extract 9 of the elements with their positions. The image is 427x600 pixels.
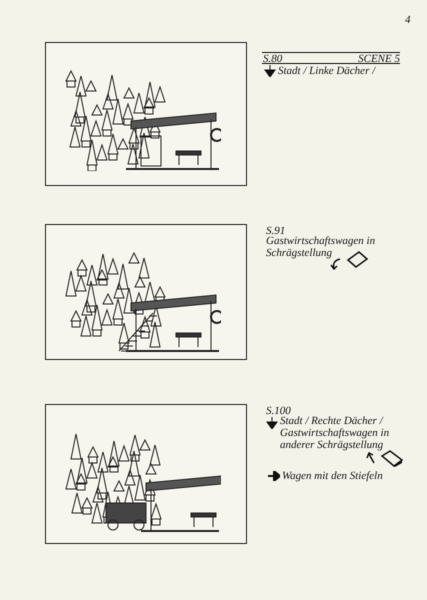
shot-note: Wagen mit den Stiefeln (282, 470, 384, 482)
shot-number: S.100 (266, 405, 291, 417)
shot-note: Stadt / Linke Dächer / (278, 65, 377, 77)
shot-note: Stadt / Rechte Dächer / Gastwirtschaftswagen in anderer Schrägstellung (280, 415, 390, 451)
page-number: 4 (405, 14, 412, 26)
shot-note: Gastwirtschaftswagen in Schrägstellung (266, 235, 376, 259)
scene-number: SCENE 5 (357, 53, 400, 65)
shot-number: S.91 (266, 225, 286, 237)
shot-number: S.80 (263, 53, 284, 65)
